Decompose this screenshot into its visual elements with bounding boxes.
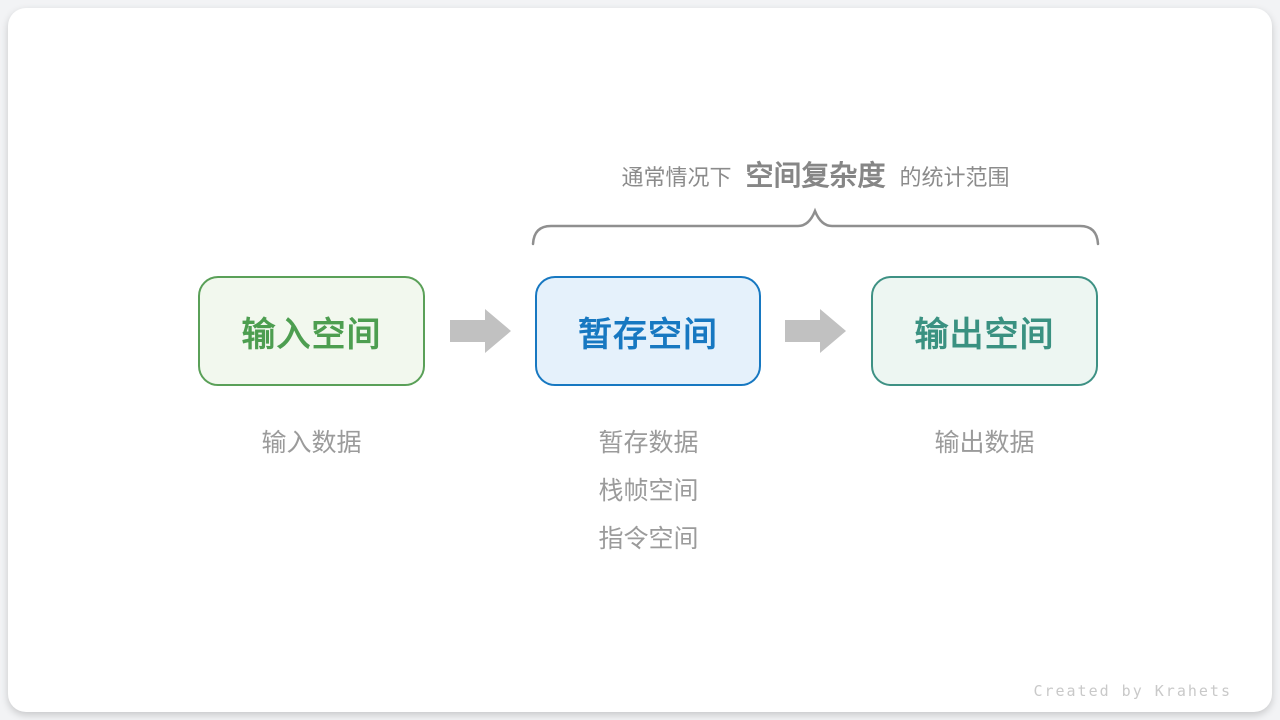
diagram-card: 通常情况下 空间复杂度 的统计范围 输入空间 暂存空间 输出空间 输入数据 暂存… <box>8 8 1272 712</box>
box-temporary-space: 暂存空间 <box>535 276 761 386</box>
note-line: 指令空间 <box>598 525 699 553</box>
arrow-right-icon <box>450 309 511 353</box>
box-input-space: 输入空间 <box>198 276 425 386</box>
caption-highlight: 空间复杂度 <box>745 160 886 191</box>
notes-output-space: 输出数据 <box>871 419 1098 467</box>
notes-input-space: 输入数据 <box>198 419 425 467</box>
arrow-right-icon <box>785 309 846 353</box>
box-temporary-space-label: 暂存空间 <box>578 315 718 354</box>
note-line: 暂存数据 <box>598 429 699 457</box>
note-line: 输出数据 <box>934 429 1035 457</box>
overbrace-icon <box>531 207 1100 246</box>
note-line: 输入数据 <box>261 429 362 457</box>
box-input-space-label: 输入空间 <box>241 315 382 354</box>
credit-text: Created by Krahets <box>1033 682 1232 700</box>
box-output-space: 输出空间 <box>871 276 1098 386</box>
caption-prefix: 通常情况下 <box>621 165 732 190</box>
caption: 通常情况下 空间复杂度 的统计范围 <box>528 154 1103 194</box>
note-line: 栈帧空间 <box>598 477 699 505</box>
box-output-space-label: 输出空间 <box>914 315 1055 354</box>
notes-temporary-space: 暂存数据 栈帧空间 指令空间 <box>535 419 762 563</box>
caption-suffix: 的统计范围 <box>899 165 1010 190</box>
